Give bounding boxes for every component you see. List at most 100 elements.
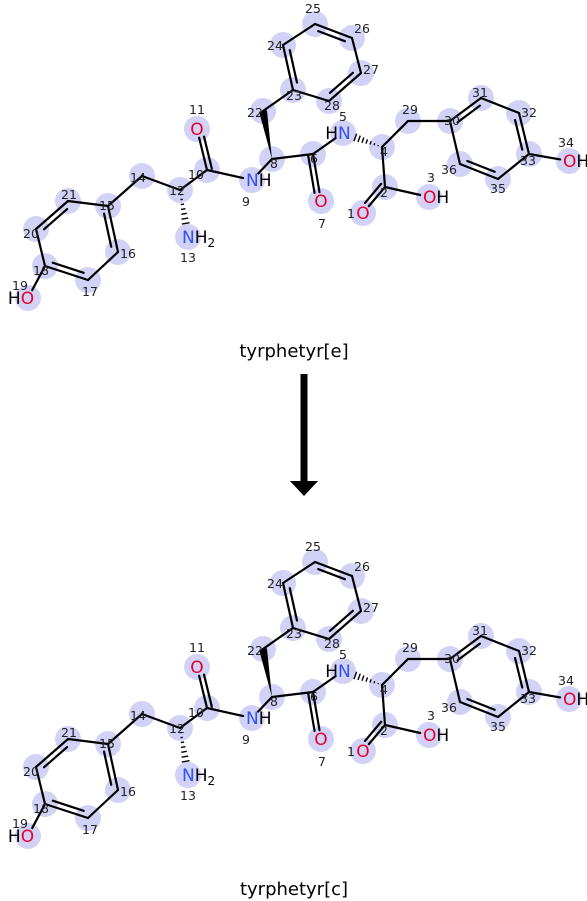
bond-inner — [51, 261, 85, 274]
atom-index: 2 — [380, 723, 388, 738]
hydrogen-count: 2 — [208, 236, 216, 250]
bond — [205, 168, 245, 180]
atom-index: 13 — [180, 250, 196, 265]
element: N — [338, 662, 351, 682]
atom-index: 36 — [441, 700, 457, 715]
hydrogen: H — [436, 726, 449, 746]
bond — [257, 157, 274, 175]
bond — [281, 22, 317, 47]
bond — [66, 199, 110, 208]
atom-index: 5 — [339, 109, 347, 124]
bond — [140, 712, 182, 730]
atom-index: 3 — [427, 708, 435, 723]
hydrogen: H — [8, 827, 21, 847]
atom-index: 14 — [130, 708, 146, 723]
bond — [270, 152, 315, 161]
atom-index: 28 — [324, 98, 340, 113]
bond — [311, 675, 337, 694]
bond-inner — [51, 799, 85, 812]
bond — [86, 250, 120, 282]
element: N — [338, 124, 351, 144]
bond — [380, 683, 387, 727]
atom-index-layer: 1234567891011121314151617181920212223242… — [12, 1, 574, 299]
bond — [178, 706, 209, 730]
bond — [383, 185, 422, 197]
hash-bond-stroke — [181, 760, 190, 763]
atom-index: 19 — [12, 816, 28, 831]
bond — [106, 174, 144, 208]
atom-highlight — [330, 658, 356, 684]
hash-bond-stroke — [369, 141, 372, 145]
bond-inner — [466, 697, 496, 711]
atom-index: 20 — [23, 764, 39, 779]
bond-inner — [102, 750, 113, 786]
hash-bond-stroke — [180, 745, 186, 749]
atom-index: 4 — [380, 682, 388, 697]
bond-inner — [328, 609, 354, 633]
bond — [448, 119, 462, 166]
atom-index: 4 — [380, 144, 388, 159]
bond — [350, 574, 363, 613]
hash-bond-stroke — [373, 680, 376, 684]
bond — [291, 88, 331, 103]
bond — [380, 119, 410, 149]
atom-index: 34 — [558, 673, 574, 688]
reaction-arrow — [290, 374, 318, 496]
bond — [448, 634, 483, 661]
atom-index: 5 — [339, 647, 347, 662]
bond-layer — [31, 560, 562, 830]
atom-index: 26 — [354, 559, 370, 574]
atom-index: 22 — [247, 105, 263, 120]
atom-1-label: O — [356, 204, 369, 224]
hash-bond-stroke — [357, 135, 361, 143]
hash-bond-stroke — [181, 755, 189, 758]
bond — [261, 88, 295, 113]
hash-bond-stroke — [361, 675, 365, 682]
bond — [496, 152, 531, 181]
atom-index: 31 — [472, 85, 488, 100]
element: O — [314, 192, 327, 212]
hash-bond-stroke — [181, 222, 190, 225]
atom-index: 1 — [347, 206, 355, 221]
atom-index: 31 — [472, 623, 488, 638]
bond — [311, 137, 337, 156]
atom-index: 10 — [188, 167, 204, 182]
atom-highlight — [175, 224, 201, 250]
atom-index: 18 — [33, 801, 49, 816]
bond — [106, 204, 120, 254]
bond — [527, 152, 562, 161]
caption-c: tyrphetyr[c] — [240, 879, 348, 900]
atom-index: 3 — [427, 170, 435, 185]
bond-inner — [43, 745, 69, 769]
bond-second — [363, 182, 383, 204]
atom-index: 33 — [520, 691, 536, 706]
element: O — [423, 188, 436, 208]
bond-inner — [102, 212, 113, 248]
hydrogen: H — [8, 289, 21, 309]
atom-index: 1 — [347, 744, 355, 759]
atom-index: 25 — [305, 539, 321, 554]
atom-index: 17 — [82, 822, 98, 837]
bond — [270, 690, 315, 699]
atom-index: 19 — [12, 278, 28, 293]
hash-bond-stroke — [357, 673, 361, 681]
wedge-bond — [259, 110, 272, 159]
atom-index: 22 — [247, 643, 263, 658]
bond — [34, 199, 70, 231]
atom-34-label: OH — [563, 690, 587, 710]
atom-7-label: O — [314, 730, 327, 750]
atom-9-label: NH — [246, 171, 272, 191]
atom-7-label: O — [314, 192, 327, 212]
hash-bond-stroke — [180, 741, 185, 744]
element: N — [182, 766, 195, 786]
atom-index: 14 — [130, 170, 146, 185]
hydrogen: H — [576, 690, 587, 710]
wedge-bond — [259, 648, 272, 697]
element: O — [21, 827, 34, 847]
atom-19-label: HO — [8, 289, 34, 309]
atom-index-layer: 1234567891011121314151617181920212223242… — [12, 539, 574, 837]
hash-bond-stroke — [373, 142, 376, 146]
hash-bond-stroke — [181, 750, 187, 753]
bond — [517, 649, 531, 694]
bond — [527, 690, 562, 699]
